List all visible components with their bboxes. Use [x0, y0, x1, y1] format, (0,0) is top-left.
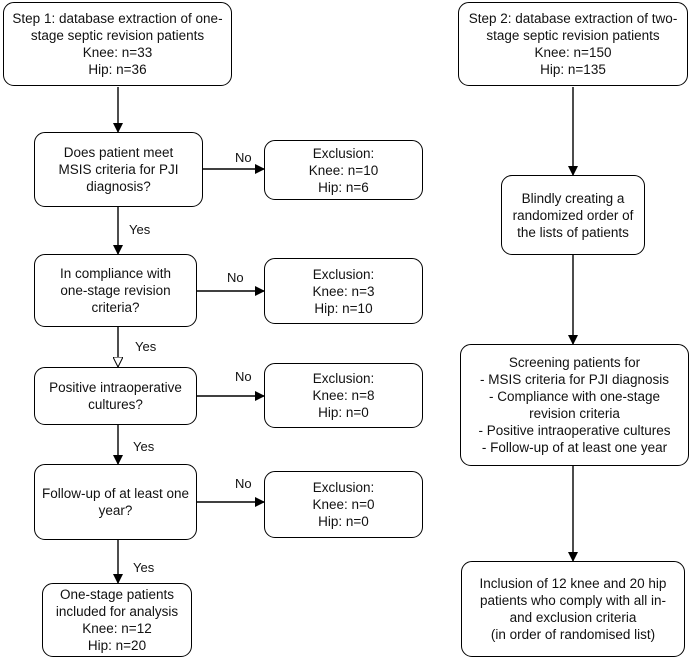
box-text-line: Screening patients for [508, 355, 641, 370]
edge-label-no-1: No [235, 150, 252, 165]
box-text-line: Knee: n=10 [308, 162, 379, 178]
box-text-line: stage septic revision patients [486, 28, 660, 43]
edge-label-no-3: No [235, 369, 252, 384]
box-text-line: Hip: n=0 [318, 514, 369, 529]
box-text-line: - Compliance with one-stage [488, 389, 661, 404]
edge-label-no-2: No [227, 270, 244, 285]
box-text-line: cultures? [88, 397, 143, 412]
box-text-line: patients who comply with all in- [479, 593, 667, 608]
box-text-line: Follow-up of at least one [41, 486, 190, 501]
box-text-line: randomized order of [512, 207, 634, 223]
box-text-line: In compliance with [59, 266, 172, 281]
box-text-line: Inclusion of 12 knee and 20 hip [479, 576, 667, 591]
box-text-line: Exclusion: [312, 480, 375, 495]
box-text-line: stage septic revision patients [30, 28, 205, 43]
box-text-line: Exclusion: [312, 145, 375, 161]
box-text-line: included for analysis [55, 604, 179, 619]
question-cultures-box: Positive intraoperative cultures? [34, 367, 197, 425]
edge-label-yes-4: Yes [133, 560, 155, 575]
box-text-line: Hip: n=10 [314, 300, 373, 316]
box-text-line: Exclusion: [312, 371, 375, 386]
box-text-line: Knee: n=12 [82, 621, 152, 636]
box-text-line: Knee: n=33 [82, 45, 153, 60]
inclusion-box: Inclusion of 12 knee and 20 hip patients … [461, 561, 685, 657]
box-text-line: one-stage revision [60, 283, 171, 298]
box-text-line: Knee: n=0 [312, 497, 375, 512]
box-text-line: Knee: n=3 [312, 283, 375, 299]
question-followup-box: Follow-up of at least one year? [34, 464, 197, 540]
box-text-line: Blindly creating a [521, 190, 625, 206]
box-text-line: Hip: n=6 [318, 179, 369, 195]
edge-label-yes-3: Yes [133, 439, 155, 454]
box-text-line: - MSIS criteria for PJI diagnosis [479, 372, 670, 387]
question-compliance-box: In compliance with one-stage revision crit… [34, 254, 197, 327]
box-text-line: Hip: n=36 [88, 62, 147, 77]
edge-label-yes-2: Yes [135, 339, 157, 354]
box-text-line: criteria? [91, 300, 140, 315]
box-text-line: One-stage patients [59, 587, 175, 602]
box-text-line: year? [98, 503, 133, 518]
screening-box: Screening patients for - MSIS criteria fo… [460, 344, 689, 466]
step1-box: Step 1: database extraction of one-stage… [3, 2, 232, 86]
box-text-line: - Follow-up of at least one year [481, 440, 668, 455]
box-text-line: Step 2: database extraction of two- [468, 11, 678, 26]
box-text-line: Positive intraoperative [49, 380, 182, 395]
edge-label-yes-1: Yes [129, 222, 151, 237]
box-text-line: MSIS criteria for PJI [58, 162, 179, 177]
box-text-line: Does patient meet [63, 145, 174, 160]
box-text-line: (in order of randomised list) [490, 627, 656, 642]
edge-label-no-4: No [235, 476, 252, 491]
box-text-line: Hip: n=135 [540, 62, 606, 77]
step2-box: Step 2: database extraction of two-stage… [458, 2, 688, 86]
box-text-line: revision criteria [529, 406, 620, 421]
box-text-line: Knee: n=150 [534, 45, 612, 60]
box-text-line: Hip: n=0 [318, 405, 369, 420]
box-text-line: and exclusion criteria [509, 610, 637, 625]
box-text-line: diagnosis? [86, 179, 151, 194]
box-text-line: Exclusion: [312, 266, 375, 282]
box-text-line: Hip: n=20 [87, 638, 147, 653]
box-text-line: the lists of patients [517, 224, 629, 240]
box-text-line: Step 1: database extraction of one- [12, 11, 223, 26]
box-text-line: Knee: n=8 [312, 388, 375, 403]
box-text-line: - Positive intraoperative cultures [478, 423, 671, 438]
